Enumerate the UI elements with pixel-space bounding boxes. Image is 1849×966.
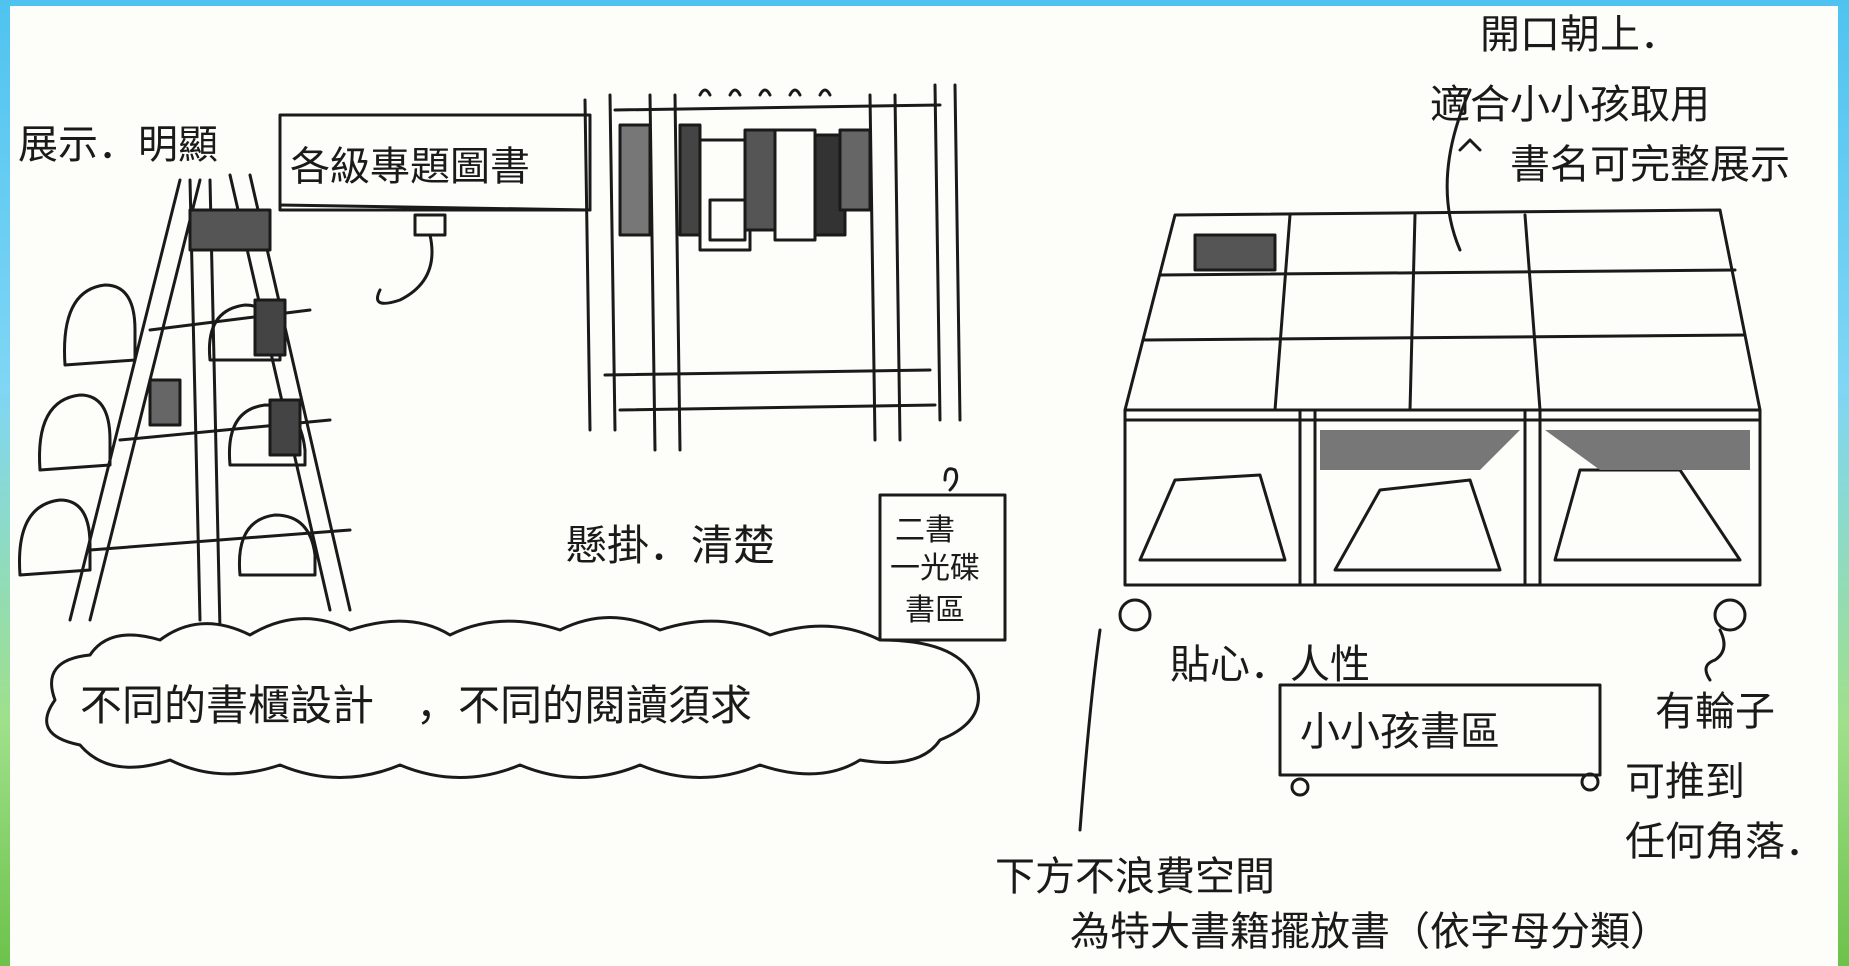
hanging-tag-drawing	[878, 467, 1007, 642]
label-tag-line2: 一光碟	[890, 551, 980, 586]
label-kids-area-sign: 小小孩書區	[1300, 709, 1500, 755]
label-tag-line1: 二書	[895, 513, 955, 548]
label-title-display: 書名可完整展示	[1510, 142, 1790, 188]
kids-area-sign-board	[1278, 683, 1602, 797]
label-tag-line3: 書區	[905, 593, 965, 628]
label-hang-clear: 懸掛．清楚	[565, 521, 775, 570]
label-fit-kids: 適合小小孩取用	[1430, 82, 1710, 128]
label-open-top: 開口朝上．	[1480, 12, 1680, 58]
label-thoughtful: 貼心．人性	[1170, 642, 1370, 688]
label-wheels-line2: 可推到	[1625, 759, 1745, 805]
kids-bin-shelf-drawing	[1078, 88, 1762, 832]
hanging-rack-drawing	[583, 83, 962, 452]
label-wheels-line1: 有輪子	[1655, 689, 1775, 735]
topic-sign-board	[278, 113, 592, 305]
label-cloud-caption: 不同的書櫃設計 ，不同的閱讀須求	[80, 681, 752, 730]
label-bottom-line2: 為特大書籍擺放書（依字母分類）	[1070, 909, 1670, 955]
ladder-shelf-drawing	[18, 173, 352, 632]
label-wheels-line3: 任何角落．	[1625, 819, 1825, 865]
label-topic-books-sign: 各級專題圖書	[290, 144, 530, 190]
label-display-clear: 展示．明顯	[18, 122, 218, 168]
caption-cloud	[45, 616, 980, 779]
label-bottom-line1: 下方不浪費空間	[995, 854, 1275, 900]
